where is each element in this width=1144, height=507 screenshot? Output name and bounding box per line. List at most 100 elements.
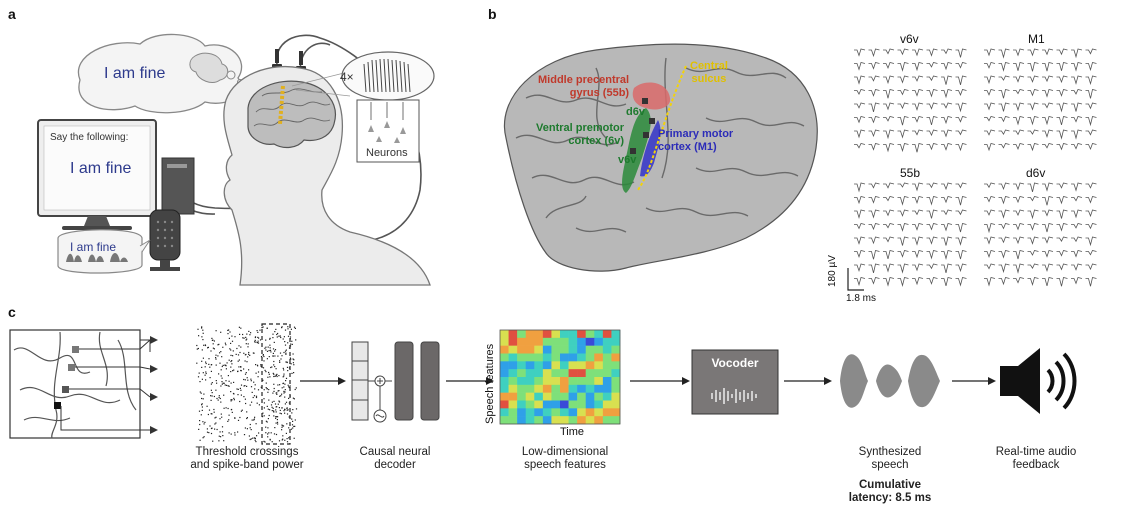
raster-tick: [230, 342, 232, 344]
spike-waveform: [926, 277, 938, 285]
raster-tick: [230, 391, 232, 393]
raster-tick: [199, 439, 201, 441]
raster-tick: [234, 432, 236, 434]
raster-tick: [258, 337, 260, 339]
spike-waveform: [1027, 236, 1039, 245]
spike-waveform: [883, 75, 895, 85]
raster-tick: [230, 400, 232, 402]
raster-tick: [242, 337, 244, 339]
heatmap-cell: [534, 345, 544, 354]
raster-tick: [248, 369, 250, 371]
heatmap-cell: [611, 400, 621, 409]
spike-waveform: [897, 62, 909, 72]
raster-tick: [281, 429, 283, 431]
spike-waveform: [955, 48, 967, 58]
spike-waveform: [1042, 62, 1054, 72]
raster-tick: [210, 350, 212, 352]
raster-tick: [244, 373, 247, 375]
raster-tick: [201, 397, 203, 400]
raster-tick: [277, 423, 279, 425]
raster-tick: [247, 343, 249, 345]
spike-waveform: [1071, 209, 1083, 219]
raster-tick: [274, 427, 276, 429]
heatmap-cell: [568, 408, 578, 417]
raster-tick: [240, 410, 242, 412]
heatmap-cell: [611, 384, 621, 393]
label-m1: Primary motor cortex (M1): [658, 128, 733, 154]
heatmap-cell: [594, 345, 604, 354]
raster-tick: [219, 362, 221, 364]
spike-waveform: [926, 263, 938, 270]
spike-waveform: [955, 75, 967, 85]
spike-waveform: [1013, 277, 1025, 284]
heatmap-cell: [568, 384, 578, 393]
raster-tick: [201, 366, 203, 368]
raster-tick: [220, 385, 222, 387]
heatmap-cell: [542, 330, 552, 339]
heatmap-cell: [534, 369, 544, 378]
raster-tick: [201, 336, 203, 338]
raster-tick: [262, 379, 264, 381]
raster-tick: [237, 419, 240, 421]
heatmap-cell: [534, 361, 544, 370]
label-central-sulcus: Central sulcus: [690, 60, 728, 86]
heatmap-cell: [585, 392, 595, 401]
raster-tick: [266, 405, 268, 407]
raster-tick: [276, 373, 278, 375]
heatmap-cell: [534, 353, 544, 362]
raster-tick: [251, 391, 253, 393]
heatmap-cell: [551, 345, 561, 354]
spike-waveform: [955, 143, 967, 152]
raster-tick: [250, 438, 252, 440]
raster-tick: [214, 428, 216, 430]
spike-waveform: [1042, 223, 1054, 233]
raster-tick: [263, 360, 265, 362]
heatmap-cell: [551, 400, 561, 409]
raster-tick: [222, 346, 224, 348]
panel-letter-a: a: [8, 6, 16, 22]
region-m1: [640, 120, 661, 177]
spike-waveform: [897, 75, 909, 84]
raster-tick: [279, 412, 281, 414]
heatmap-cell: [594, 392, 604, 401]
heatmap-cell: [508, 416, 518, 425]
heatmap-cell: [585, 353, 595, 362]
raster-tick: [265, 346, 267, 348]
raster-tick: [224, 384, 226, 386]
spike-waveform: [984, 182, 996, 189]
raster-tick: [268, 414, 270, 417]
raster-tick: [282, 425, 285, 427]
spike-waveform: [955, 182, 967, 189]
raster-tick: [257, 389, 260, 391]
spike-waveform: [998, 182, 1010, 190]
spike-waveform: [1071, 250, 1083, 258]
vocoder-box: [691, 349, 779, 415]
spike-raster: [196, 326, 298, 443]
spike-waveform: [912, 182, 924, 192]
raster-tick: [262, 354, 264, 356]
raster-tick: [254, 339, 256, 341]
raster-tick: [247, 356, 249, 358]
raster-tick: [286, 366, 289, 368]
raster-tick: [219, 418, 221, 420]
heatmap-cell: [508, 408, 518, 417]
spike-waveform: [941, 62, 953, 71]
brain-cortex-render: [503, 43, 818, 272]
heatmap-cell: [568, 361, 578, 370]
raster-tick: [243, 396, 245, 398]
raster-tick: [272, 372, 274, 374]
heatmap-cell: [517, 353, 527, 362]
heatmap-cell: [534, 337, 544, 346]
raster-tick: [251, 419, 253, 421]
spike-waveform: [941, 129, 953, 138]
spike-waveform: [984, 236, 996, 245]
spike-waveform: [897, 182, 909, 188]
raster-tick: [207, 413, 209, 416]
spike-waveform: [941, 89, 953, 99]
raster-tick: [294, 327, 296, 329]
spike-waveform: [998, 143, 1010, 149]
raster-tick: [225, 364, 227, 366]
raster-tick: [231, 360, 233, 362]
raster-tick: [229, 348, 231, 350]
spike-waveform: [854, 75, 866, 85]
